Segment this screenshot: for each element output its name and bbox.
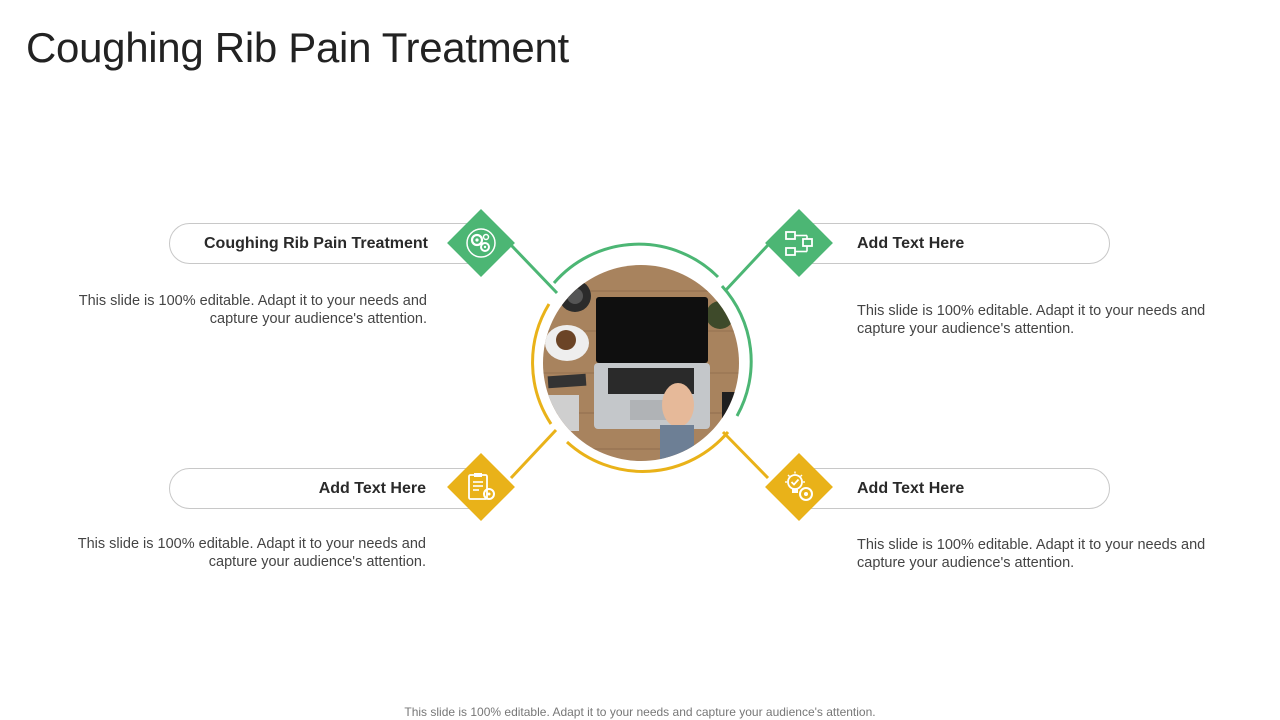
laptop-desk-photo bbox=[543, 265, 739, 461]
item-4-label: Add Text Here bbox=[857, 480, 965, 497]
item-3-label: Add Text Here bbox=[318, 480, 426, 497]
lightbulb-gear-icon bbox=[785, 471, 813, 501]
item-1-desc-line2: capture your audience's attention. bbox=[209, 311, 427, 327]
ring-arc-right bbox=[720, 284, 753, 417]
ring-arc-top bbox=[552, 242, 720, 284]
ring-arc-bottom bbox=[565, 431, 730, 473]
item-2-description: This slide is 100% editable. Adapt it to… bbox=[857, 302, 1217, 338]
gears-icon bbox=[466, 228, 496, 258]
ring-arc-left bbox=[531, 303, 553, 425]
item-4-description: This slide is 100% editable. Adapt it to… bbox=[857, 536, 1217, 572]
item-3-desc-line1: This slide is 100% editable. Adapt it to… bbox=[77, 536, 426, 552]
flowchart-icon bbox=[785, 231, 813, 256]
connector-bottom-left bbox=[509, 428, 558, 480]
item-2-desc-line1: This slide is 100% editable. Adapt it to… bbox=[857, 303, 1206, 319]
item-4-desc-line2: capture your audience's attention. bbox=[857, 555, 1075, 571]
connector-top-right bbox=[723, 243, 770, 293]
page-title: Coughing Rib Pain Treatment bbox=[26, 24, 569, 71]
item-1-desc-line1: This slide is 100% editable. Adapt it to… bbox=[78, 293, 427, 309]
item-2-label: Add Text Here bbox=[857, 235, 965, 252]
item-2-desc-line2: capture your audience's attention. bbox=[857, 321, 1075, 337]
connector-top-left bbox=[509, 243, 559, 295]
item-1-pill bbox=[169, 223, 494, 264]
item-3-desc-line2: capture your audience's attention. bbox=[208, 554, 426, 570]
item-4-pill bbox=[787, 468, 1110, 509]
item-3-pill bbox=[169, 468, 494, 509]
item-3-description: This slide is 100% editable. Adapt it to… bbox=[66, 535, 426, 571]
clipboard-gear-icon bbox=[468, 473, 495, 500]
item-4-desc-line1: This slide is 100% editable. Adapt it to… bbox=[857, 537, 1206, 553]
item-2-pill bbox=[787, 223, 1110, 264]
item-1-description: This slide is 100% editable. Adapt it to… bbox=[67, 292, 427, 328]
connector-bottom-right bbox=[721, 430, 770, 480]
footer-note: This slide is 100% editable. Adapt it to… bbox=[404, 705, 876, 719]
item-1-label: Coughing Rib Pain Treatment bbox=[203, 235, 428, 252]
